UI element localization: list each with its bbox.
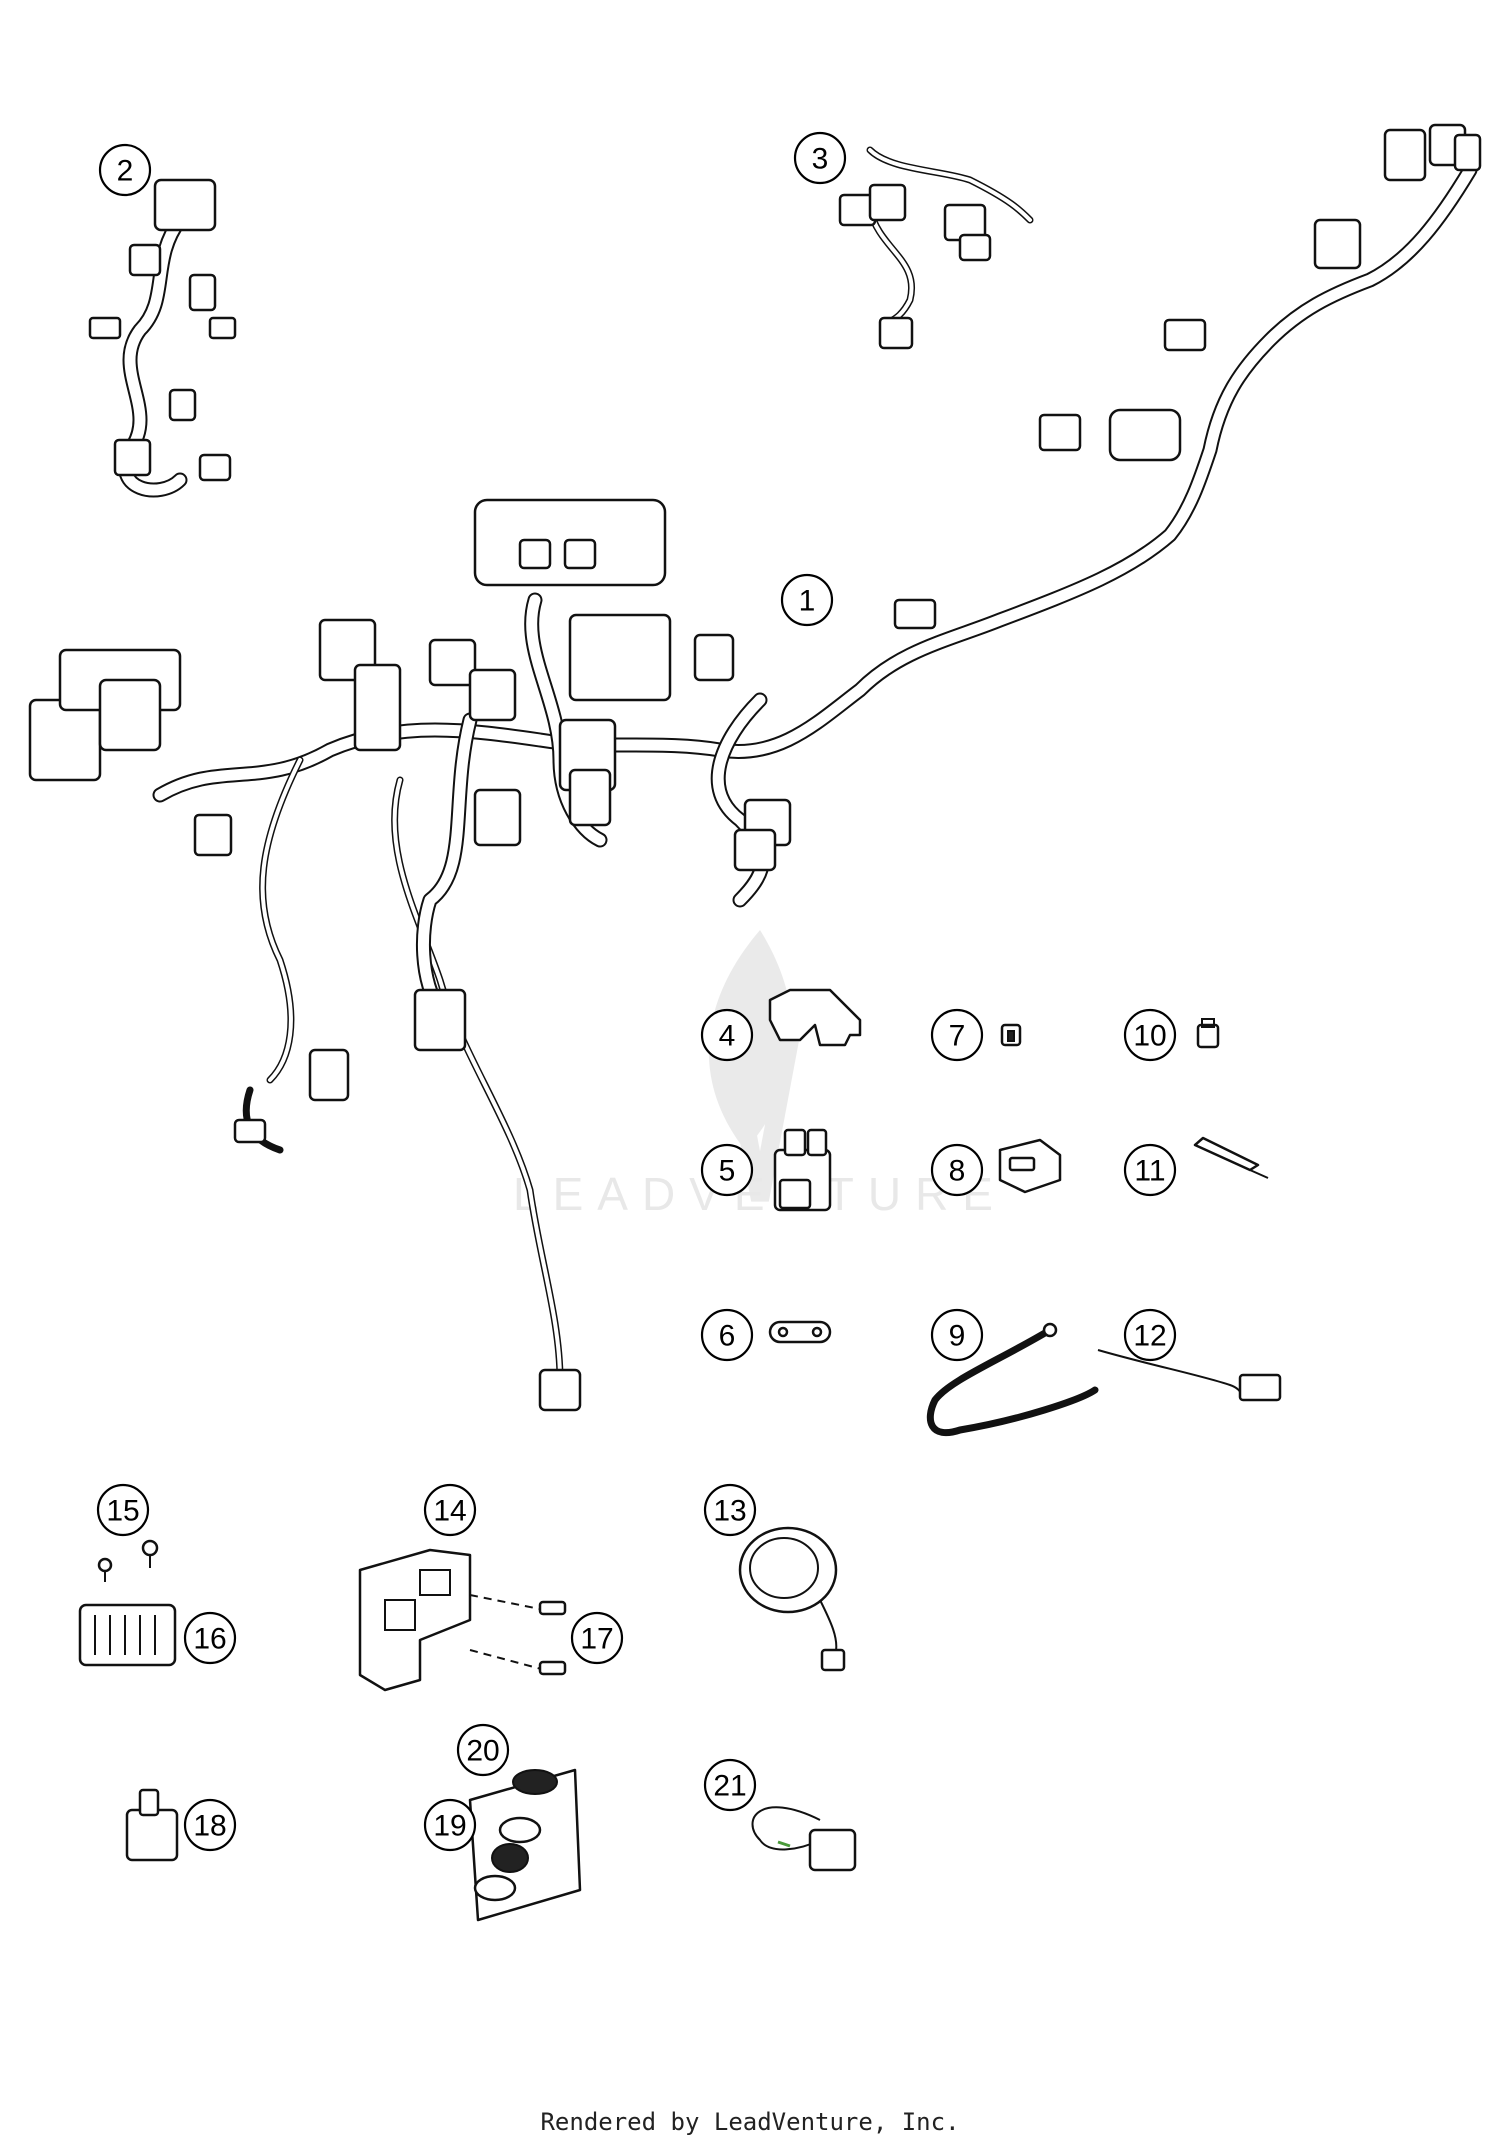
callout-10: 10 (1123, 1008, 1177, 1062)
callout-18: 18 (183, 1798, 237, 1852)
callout-1: 1 (780, 573, 834, 627)
svg-text:2: 2 (117, 155, 134, 188)
callout-14: 14 (423, 1483, 477, 1537)
svg-text:9: 9 (949, 1320, 966, 1353)
svg-text:21: 21 (713, 1770, 746, 1803)
svg-text:13: 13 (713, 1495, 746, 1528)
svg-text:15: 15 (106, 1495, 139, 1528)
svg-text:5: 5 (719, 1155, 736, 1188)
callout-16: 16 (183, 1611, 237, 1665)
callout-12: 12 (1123, 1308, 1177, 1362)
part-7-clip (1000, 1023, 1022, 1047)
watermark-text: LEADVENTURE (513, 1168, 1007, 1220)
svg-text:14: 14 (433, 1495, 466, 1528)
part-5-relay (773, 1128, 832, 1212)
part-11-pin (1193, 1136, 1269, 1179)
svg-text:1: 1 (799, 585, 816, 618)
footer-credit: Rendered by LeadVenture, Inc. (540, 2108, 960, 2136)
svg-text:7: 7 (949, 1020, 966, 1053)
svg-text:6: 6 (719, 1320, 736, 1353)
part-16-regulator (78, 1603, 177, 1667)
part-12-wire-connector (1097, 1349, 1282, 1402)
callout-3: 3 (793, 131, 847, 185)
part-14-bracket (358, 1548, 472, 1692)
callout-15: 15 (96, 1483, 150, 1537)
sub-harness-2 (88, 178, 237, 498)
svg-text:17: 17 (580, 1623, 613, 1656)
svg-text:20: 20 (466, 1735, 499, 1768)
callout-17: 17 (570, 1611, 624, 1665)
part-17-bolts (469, 1594, 567, 1676)
callout-11: 11 (1123, 1143, 1177, 1197)
callout-7: 7 (930, 1008, 984, 1062)
callout-9: 9 (930, 1308, 984, 1362)
callout-20: 20 (456, 1723, 510, 1777)
part-8-fuse-box (998, 1138, 1062, 1194)
callout-13: 13 (703, 1483, 757, 1537)
part-9-cable-tie (926, 1326, 1099, 1437)
svg-text:10: 10 (1133, 1020, 1166, 1053)
part-18-sensor (125, 1788, 179, 1862)
callout-2: 2 (98, 143, 152, 197)
callout-19: 19 (423, 1798, 477, 1852)
svg-text:8: 8 (949, 1155, 966, 1188)
callout-6: 6 (700, 1308, 754, 1362)
part-15-screws (97, 1539, 159, 1582)
main-wiring-harness (28, 123, 1482, 1412)
svg-text:4: 4 (719, 1020, 736, 1053)
part-4-connector-cover (768, 988, 862, 1047)
svg-text:11: 11 (1134, 1155, 1165, 1188)
svg-text:19: 19 (433, 1810, 466, 1843)
svg-text:18: 18 (193, 1810, 226, 1843)
svg-text:3: 3 (812, 143, 829, 176)
part-19-20-kit (468, 1768, 582, 1922)
part-13-horn (738, 1526, 846, 1672)
part-10-fuse (1196, 1018, 1220, 1049)
svg-text:16: 16 (193, 1623, 226, 1656)
part-21-lead (751, 1806, 857, 1872)
part-6-plate (768, 1320, 832, 1344)
callout-5: 5 (700, 1143, 754, 1197)
svg-text:12: 12 (1133, 1320, 1166, 1353)
callout-21: 21 (703, 1758, 757, 1812)
sub-harness-3 (838, 146, 1034, 350)
callout-8: 8 (930, 1143, 984, 1197)
callout-4: 4 (700, 1008, 754, 1062)
